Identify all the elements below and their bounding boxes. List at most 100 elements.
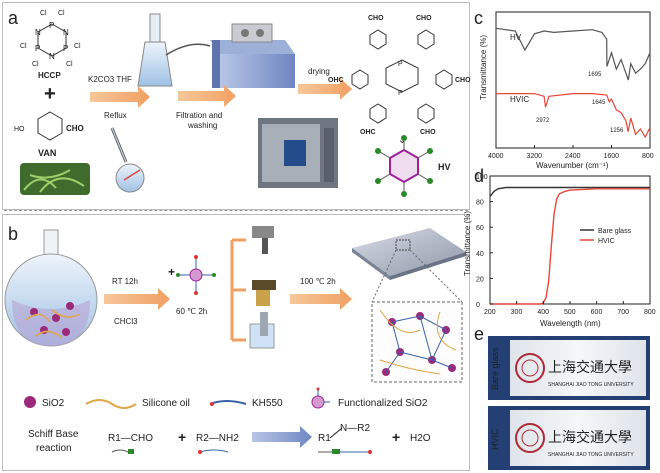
- hv-label: HV: [438, 162, 451, 172]
- svg-text:N: N: [49, 52, 55, 61]
- chart-c-line-1: [496, 92, 651, 139]
- chart-d-xtick-label: 200: [484, 309, 496, 316]
- sjtu-chinese-2: 上海交通大學: [548, 429, 632, 445]
- chart-c-line-0: [495, 27, 651, 81]
- brush-icon: [252, 280, 276, 290]
- svg-text:CHO: CHO: [416, 15, 432, 22]
- svg-text:P: P: [398, 61, 403, 68]
- chart-d-xtick-label: 800: [644, 309, 656, 316]
- plus-a: +: [44, 83, 56, 105]
- svg-text:OHC: OHC: [360, 129, 376, 136]
- legend-row: SiO2 Silicone oil KH550 Functionalized S…: [24, 387, 428, 409]
- chart-c-series: [495, 27, 651, 139]
- chart-c-series-hvic: HVIC: [510, 95, 529, 104]
- chart-d-ytick-label: 0: [476, 302, 480, 309]
- chart-d-xtick-label: 500: [564, 309, 576, 316]
- annot-1645: 1645: [592, 100, 606, 106]
- chart-c-xlabel: Wavenumber (cm⁻¹): [536, 161, 609, 170]
- schiff-title-1: Schiff Base: [28, 429, 79, 440]
- arrow-b1: [104, 288, 170, 310]
- hccp-label: HCCP: [38, 71, 61, 80]
- step1-top-label: RT 12h: [112, 277, 138, 286]
- chart-d-ylabel: Transmittance (%): [463, 211, 472, 276]
- schiff-title-2: reaction: [36, 443, 72, 454]
- coating-methods: [230, 226, 276, 349]
- arrow-drying: [298, 78, 352, 100]
- svg-text:CHO: CHO: [368, 15, 384, 22]
- filtration-label: Filtration and: [176, 111, 222, 120]
- svg-text:+: +: [178, 429, 186, 445]
- svg-text:Cl: Cl: [58, 10, 65, 17]
- reflux-label: Reflux: [104, 111, 127, 120]
- annot-1695: 1695: [588, 72, 602, 78]
- arrow-filtration: [178, 85, 236, 107]
- schiff-product-r1: R1: [318, 433, 331, 444]
- chart-c-xtick-label: 4000: [488, 153, 504, 160]
- sjtu-english-1: SHANGHAI JIAO TONG UNIVERSITY: [548, 382, 634, 388]
- sjtu-english-2: SHANGHAI JIAO TONG UNIVERSITY: [548, 452, 634, 458]
- sjtu-seal-icon-2: [515, 423, 545, 453]
- chart-c-ylabel: Transmittance (%): [479, 35, 488, 100]
- spray-gun-icon: [252, 226, 274, 238]
- van-label: VAN: [38, 148, 56, 158]
- photo-label-hvic: HVIC: [490, 428, 500, 450]
- svg-text:Cl: Cl: [20, 43, 27, 50]
- vacuum-pump: [210, 23, 295, 88]
- legend-functionalized: Functionalized SiO2: [338, 398, 428, 409]
- sjtu-seal-icon: [515, 353, 545, 383]
- svg-text:CHO: CHO: [420, 129, 436, 136]
- panel-label-a: a: [8, 8, 19, 28]
- svg-text:P: P: [398, 90, 403, 97]
- silicone-oil-legend-icon: [85, 399, 137, 409]
- step1-bottom-label: CHCl3: [114, 317, 138, 326]
- chart-d-line-1: [490, 188, 650, 305]
- legend-hvic: HVIC: [598, 238, 615, 245]
- van-structure: HO CHO VAN: [14, 111, 84, 158]
- svg-text:N: N: [35, 28, 41, 37]
- annot-2972: 2972: [536, 118, 550, 124]
- svg-text:P: P: [35, 44, 40, 53]
- schiff-r1cho: R1—CHO: [108, 433, 153, 444]
- chart-d-ytick-label: 60: [476, 225, 484, 232]
- zoom-network: [371, 249, 463, 383]
- schiff-base-row: Schiff Base reaction R1—CHO + R2—NH2 R1 …: [28, 423, 431, 454]
- svg-text:CHO: CHO: [455, 77, 471, 84]
- chart-c-xtick-label: 1600: [604, 153, 620, 160]
- svg-text:+: +: [392, 429, 400, 445]
- panel-label-e: e: [474, 324, 484, 344]
- washing-label: washing: [187, 121, 217, 130]
- chart-d-xlabel: Wavelength (nm): [540, 319, 601, 328]
- svg-text:HO: HO: [14, 126, 25, 133]
- chart-c-series-hv: HV: [510, 33, 522, 42]
- svg-text:P: P: [49, 21, 54, 30]
- legend-bare-glass: Bare glass: [598, 228, 632, 235]
- kh550-legend-icon: [209, 400, 247, 405]
- arrow-schiff: [252, 426, 312, 448]
- filtration-flask: [137, 13, 211, 87]
- coated-plate: [352, 228, 466, 280]
- schiff-r2nh2: R2—NH2: [196, 433, 239, 444]
- svg-text:Cl: Cl: [40, 10, 47, 17]
- functionalized-sio2-small: [176, 255, 216, 295]
- panel-label-b: b: [8, 224, 18, 244]
- photo-hvic: HVIC 上海交通大學 SHANGHAI JIAO TONG UNIVERSIT…: [488, 406, 650, 470]
- arrow-reaction-1: [90, 86, 150, 108]
- chart-d-ytick-label: 100: [476, 174, 488, 181]
- svg-text:Cl: Cl: [66, 61, 73, 68]
- chart-d-ytick-label: 80: [476, 200, 484, 207]
- schiff-water: H2O: [410, 433, 431, 444]
- annot-1256: 1256: [610, 128, 624, 134]
- chart-d-xtick-label: 600: [591, 309, 603, 316]
- chart-d-ytick-label: 40: [476, 251, 484, 258]
- panel-label-c: c: [474, 8, 483, 28]
- reagents-label: K2CO3 THF: [88, 75, 132, 84]
- svg-text:+: +: [168, 265, 175, 279]
- hv-schematic: [375, 135, 433, 197]
- chart-d-yticks: 0 20 40 60 80 100: [476, 174, 493, 309]
- chart-d-frame: [489, 175, 651, 305]
- chart-d-ytick-label: 20: [476, 276, 484, 283]
